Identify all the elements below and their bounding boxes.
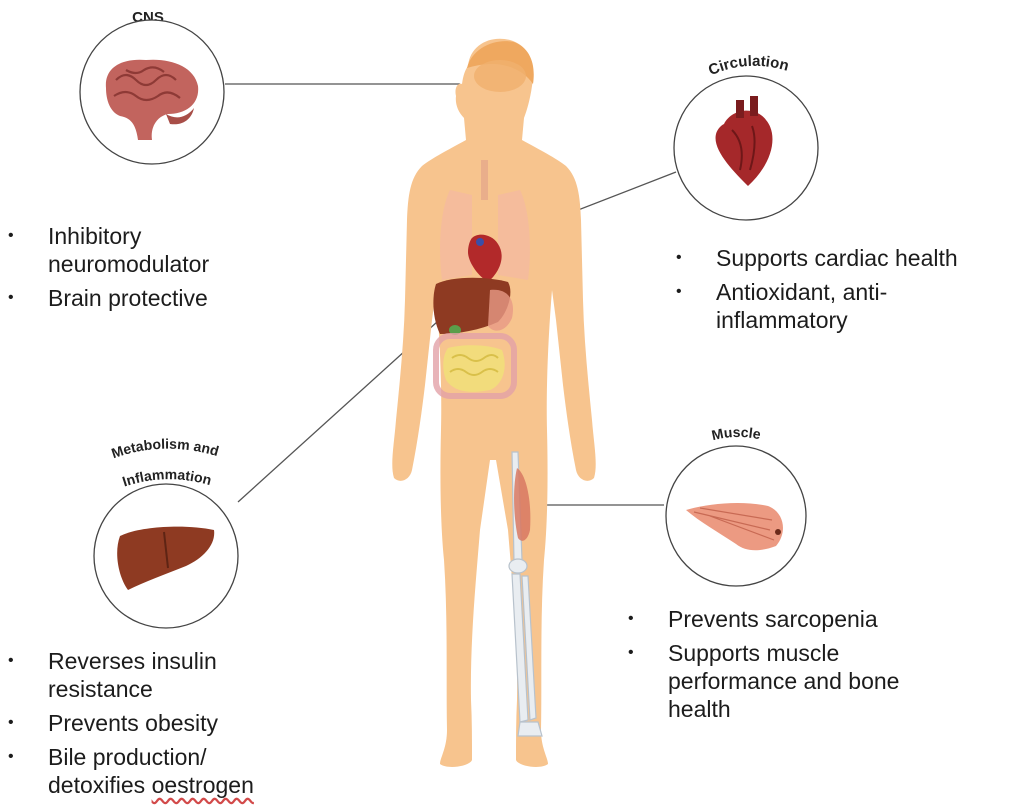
circulation-label: Circulation [706, 53, 791, 79]
list-item: Antioxidant, anti-inflammatory [672, 278, 1007, 334]
metabolism-bullets: Reverses insulin resistance Prevents obe… [4, 647, 304, 805]
spellcheck-word: oestrogen [152, 772, 254, 798]
metabolism-label-line1: Metabolism and [109, 436, 220, 462]
list-item: Supports cardiac health [672, 244, 1007, 272]
muscle-group: Muscle [666, 424, 806, 586]
muscle-label: Muscle [710, 424, 762, 443]
cns-group: CNS [80, 9, 224, 164]
human-body [392, 39, 595, 767]
list-item: Brain protective [4, 284, 294, 312]
list-item: Reverses insulin resistance [4, 647, 304, 703]
muscle-bullets: Prevents sarcopenia Supports muscle perf… [624, 605, 954, 729]
list-item: Supports muscle performance and bone hea… [624, 639, 954, 723]
head-brain [474, 60, 526, 92]
cns-bullets: Inhibitory neuromodulator Brain protecti… [4, 222, 294, 318]
circulation-group: Circulation [674, 53, 818, 220]
metabolism-group: Metabolism and Inflammation [94, 436, 238, 628]
circulation-bullets: Supports cardiac health Antioxidant, ant… [672, 244, 1007, 340]
list-item: Bile production/ detoxifies oestrogen [4, 743, 304, 799]
list-item: Prevents obesity [4, 709, 304, 737]
list-item: Prevents sarcopenia [624, 605, 954, 633]
list-item: Inhibitory neuromodulator [4, 222, 294, 278]
